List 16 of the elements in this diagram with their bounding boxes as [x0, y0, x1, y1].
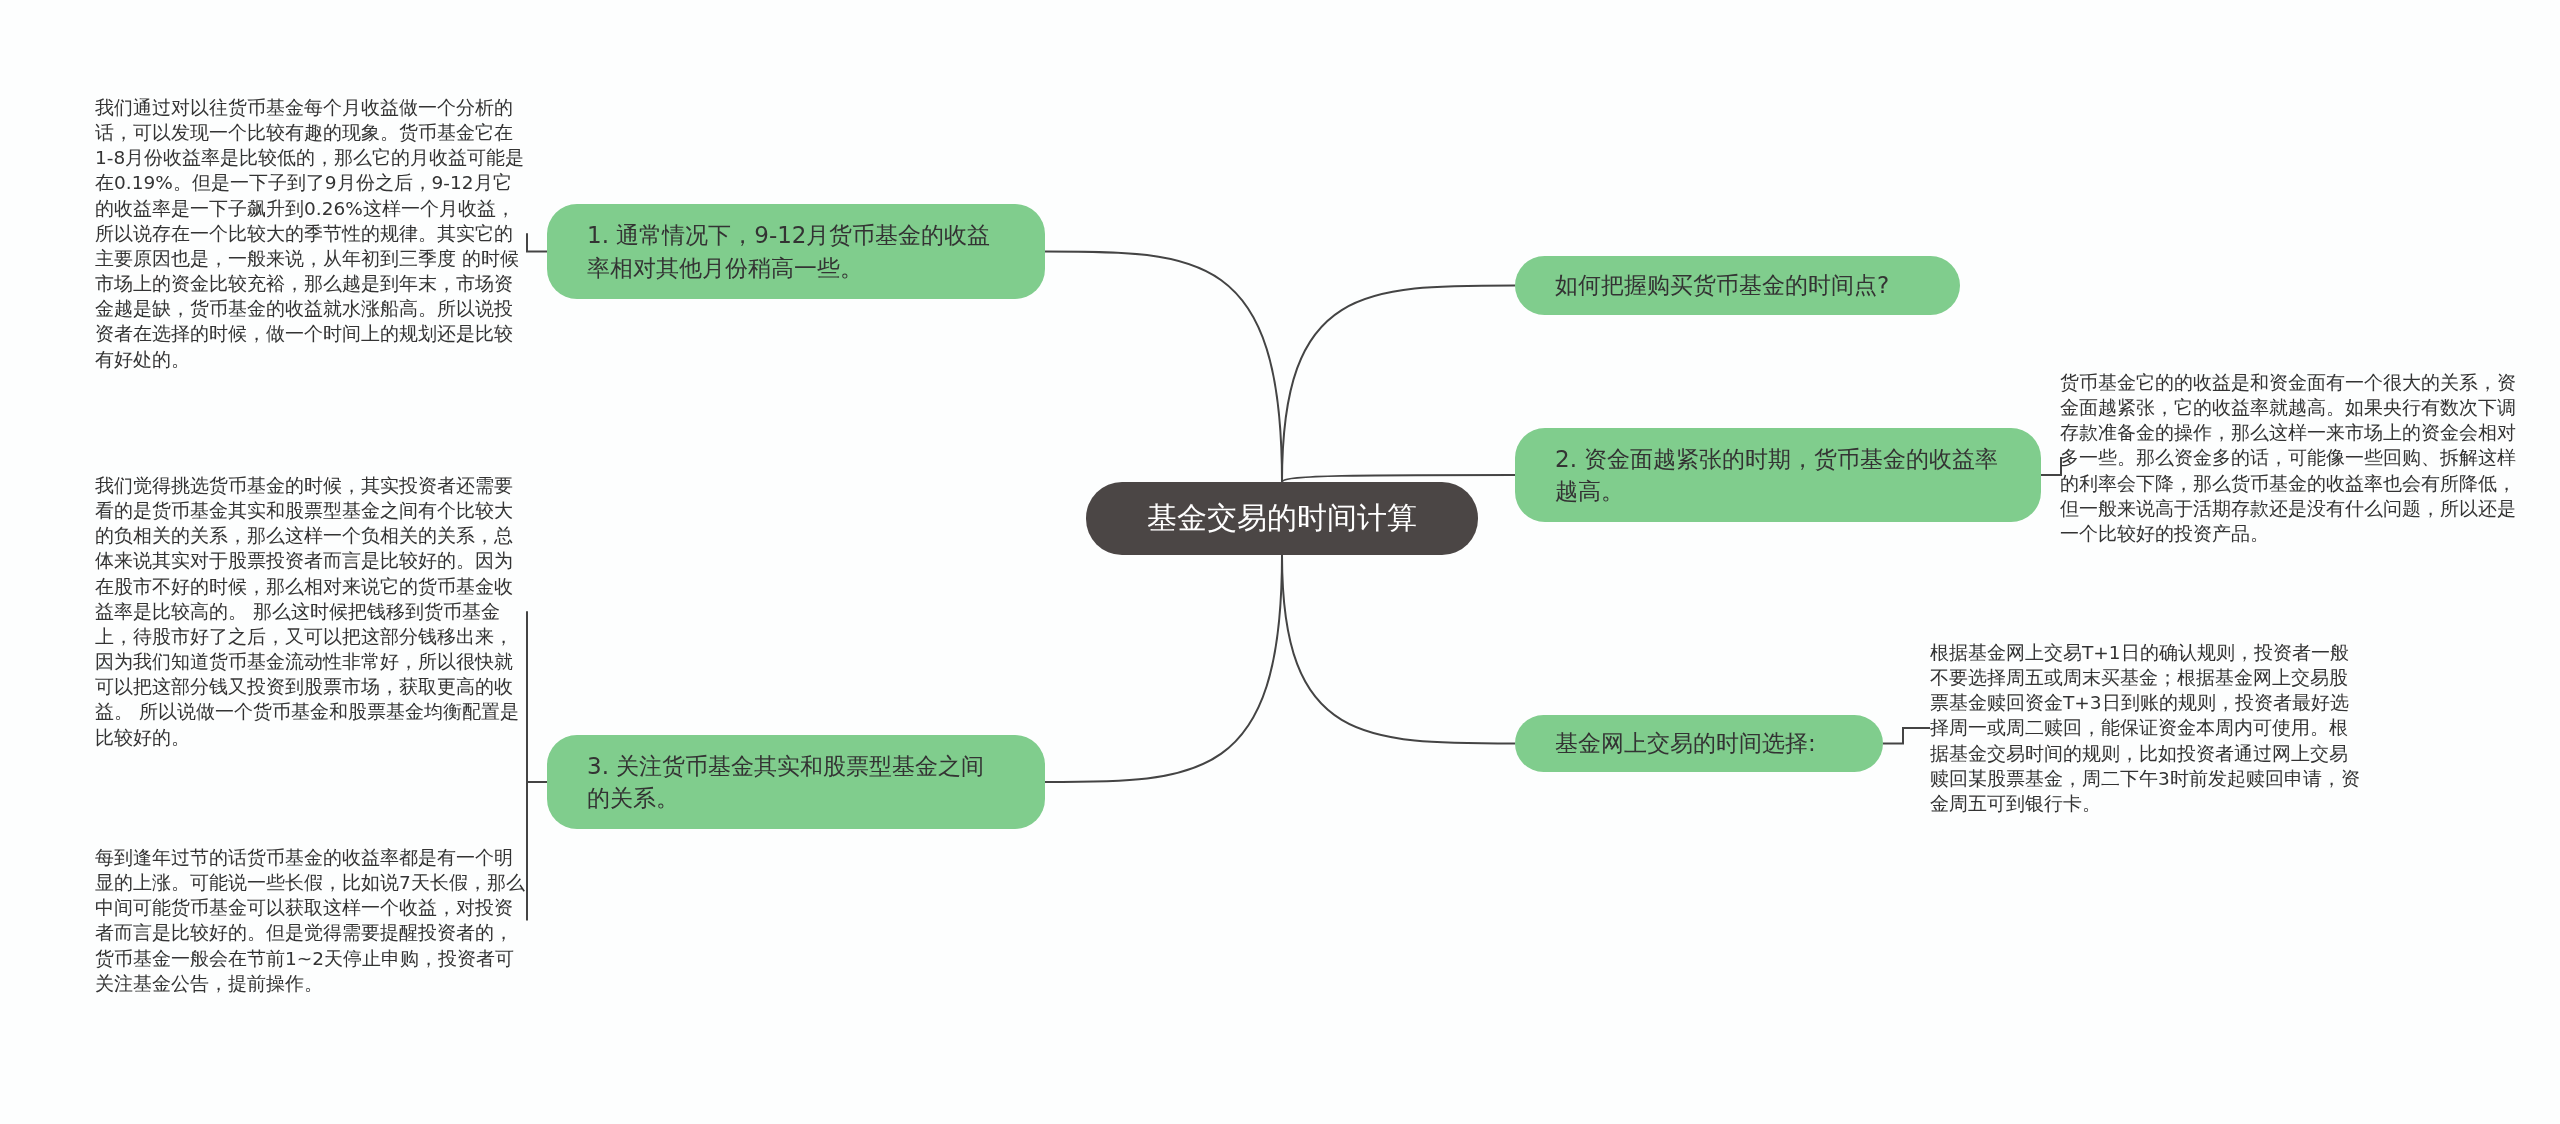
note-text: 我们通过对以往货币基金每个月收益做一个分析的话，可以发现一个比较有趣的现象。货币基金它在1-8月份收益率是比较低的，那么它的月收益可能是在0.19%。但是一下子到了9月份之后，9-12月它的收益率是一下子飙升到0.26%这样一个月收益，所以说存在一个比较大的季节性的规律。其实它的主要原因也是，一般来说，从年初到三季度 的时候市场上的资金比较充裕，那么越是到年末，市场资金越是缺，货币基金的收益就水涨船高。所以说投资者在选择的时候，做一个时间上的规划还是比较有好处的。	[95, 95, 527, 372]
connector-line	[1882, 727, 1931, 745]
note-text: 每到逢年过节的话货币基金的收益率都是有一个明显的上涨。可能说一些长假，比如说7天长假，那么中间可能货币基金可以获取这样一个收益，对投资者而言是比较好的。但是觉得需要提醒投资者的，货币基金一般会在节前1~2天停止申购，投资者可关注基金公告，提前操作。	[95, 845, 527, 996]
connector-line	[1281, 554, 1516, 745]
topic-box: 基金网上交易的时间选择:	[1515, 715, 1883, 772]
note-text: 根据基金网上交易T+1日的确认规则，投资者一般不要选择周五或周末买基金；根据基金网上交易股票基金赎回资金T+3日到账的规则，投资者最好选择周一或周二赎回，能保证资金本周内可使用。根据基金交易时间的规则，比如投资者通过网上交易赎回某股票基金，周二下午3时前发起赎回申请，资金周五可到银行卡。	[1930, 640, 2362, 817]
note-text: 货币基金它的的收益是和资金面有一个很大的关系，资金面越紧张，它的收益率就越高。如果央行有数次下调存款准备金的操作，那么这样一来市场上的资金会相对多一些。那么资金多的话，可能像一些回购、拆解这样的利率会下降，那么货币基金的收益率也会有所降低，但一般来说高于活期存款还是没有什么问题，所以还是一个比较好的投资产品。	[2060, 370, 2522, 547]
note-text: 我们觉得挑选货币基金的时候，其实投资者还需要看的是货币基金其实和股票型基金之间有个比较大的负相关的关系，那么这样一个负相关的关系，总体来说其实对于股票投资者而言是比较好的。因为在股市不好的时候，那么相对来说它的货币基金收益率是比较高的。 那么这时候把钱移到货币基金上，待股市好了之后，又可以把这部分钱移出来，因为我们知道货币基金流动性非常好，所以很快就可以把这部分钱又投资到股票市场，获取更高的收益。 所以说做一个货币基金和股票基金均衡配置是比较好的。	[95, 473, 527, 750]
connector-line	[1281, 474, 1516, 483]
central-topic: 基金交易的时间计算	[1086, 482, 1478, 555]
connector-line	[526, 232, 548, 253]
connector-line	[2040, 457, 2062, 476]
topic-box: 2. 资金面越紧张的时期，货币基金的收益率越高。	[1515, 428, 2041, 522]
topic-box: 1. 通常情况下，9-12月货币基金的收益率相对其他月份稍高一些。	[547, 204, 1045, 299]
topic-box: 如何把握购买货币基金的时间点?	[1515, 256, 1960, 315]
topic-box: 3. 关注货币基金其实和股票型基金之间的关系。	[547, 735, 1045, 829]
